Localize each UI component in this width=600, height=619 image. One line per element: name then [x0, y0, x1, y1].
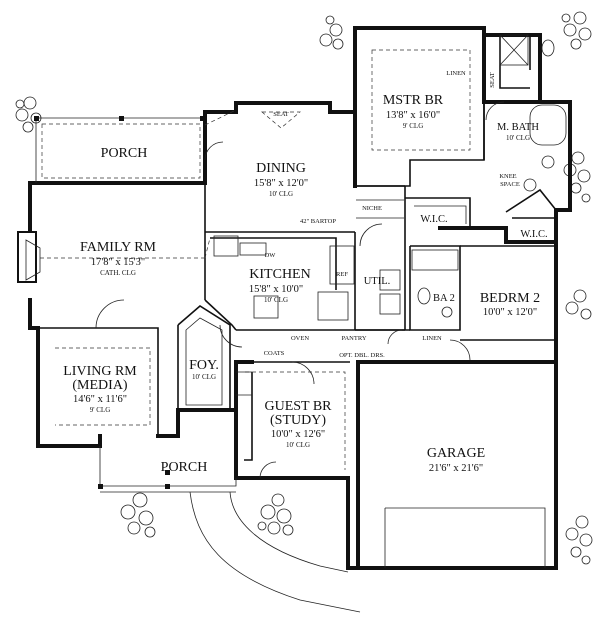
- vanity-sink-icon: [541, 155, 555, 169]
- guest-br-name2: (STUDY): [270, 413, 326, 428]
- vanity-sink-icon: [523, 178, 537, 192]
- m-bath-name: M. BATH: [497, 122, 539, 133]
- tree-right-mid: [563, 151, 591, 203]
- landscape-trees: [15, 11, 593, 565]
- guest-br-dims: 10'0" x 12'6": [271, 429, 325, 440]
- kitchen-name: KITCHEN: [249, 267, 310, 282]
- garage-name: GARAGE: [427, 446, 485, 461]
- m-bath-clg: 10' CLG: [506, 134, 530, 142]
- niche-label: NICHE: [362, 205, 382, 212]
- wic1-label: W.I.C.: [420, 214, 447, 225]
- guest-br-clg: 10' CLG: [286, 441, 310, 449]
- washer-icon: [379, 269, 401, 291]
- bedrm2-name: BEDRM 2: [480, 291, 540, 306]
- garage-dims: 21'6" x 21'6": [429, 463, 483, 474]
- fixtures: [17, 34, 567, 479]
- living-rm-name2: (MEDIA): [72, 378, 128, 393]
- seat-dining-label: SEAT: [273, 111, 289, 118]
- oven-label: OVEN: [291, 335, 309, 342]
- living-rm-dims: 14'6" x 11'6": [73, 394, 127, 405]
- tree-front-left: [120, 492, 156, 538]
- toilet-icon: [541, 39, 555, 57]
- tree-top-right: [561, 11, 592, 50]
- foy-clg: 10' CLG: [192, 373, 216, 381]
- wic2-label: W.I.C.: [520, 229, 547, 240]
- kitchen-island: [213, 235, 239, 257]
- ceiling-dash-lines: [40, 49, 471, 470]
- util-name: UTIL.: [364, 276, 391, 287]
- tree-bottom-right: [565, 515, 593, 565]
- bartop-label: 42" BARTOP: [300, 218, 336, 225]
- porch-top-name: PORCH: [101, 146, 148, 161]
- annotation-labels: SEAT SEAT LINEN KNEE SPACE NICHE 42" BAR…: [264, 70, 548, 359]
- ba2-name: BA 2: [433, 293, 455, 304]
- knee-space-label-1: KNEE: [499, 173, 516, 180]
- foy-name: FOY.: [189, 358, 219, 373]
- mstr-br-dims: 13'8" x 16'0": [386, 110, 440, 121]
- kitchen-sink-icon: [239, 242, 267, 256]
- room-labels: PORCH DINING 15'8" x 12'0" 10' CLG MSTR …: [63, 93, 540, 475]
- range-icon: [253, 295, 279, 319]
- guest-br-name1: GUEST BR: [264, 399, 332, 414]
- tree-front-mid: [257, 493, 294, 536]
- mstr-br-clg: 9' CLG: [403, 122, 424, 130]
- bedrm2-dims: 10'0" x 12'0": [483, 307, 537, 318]
- opt-dbl-drs-label: OPT. DBL. DRS.: [339, 352, 385, 359]
- pantry-shelves: [317, 291, 349, 321]
- master-tub-icon: [529, 104, 567, 146]
- tree-top-left: [15, 96, 42, 133]
- family-rm-clg: CATH. CLG: [100, 269, 136, 277]
- dryer-icon: [379, 293, 401, 315]
- living-rm-clg: 9' CLG: [90, 406, 111, 414]
- bath2-tub-icon: [411, 249, 459, 271]
- bath2-toilet-icon: [417, 287, 431, 305]
- dining-clg: 10' CLG: [269, 190, 293, 198]
- porch-front-outline: [98, 446, 361, 613]
- bath2-sink-icon: [441, 306, 453, 318]
- tree-top-center: [319, 15, 344, 50]
- tree-right-lower: [565, 289, 592, 320]
- porch-front-name: PORCH: [161, 460, 208, 475]
- ref-label: REF: [336, 271, 348, 278]
- interior-walls: [38, 35, 557, 568]
- family-rm-name: FAMILY RM: [80, 240, 157, 255]
- coats-label: COATS: [264, 350, 285, 357]
- shower-icon: [499, 34, 529, 66]
- fireplace-icon: [17, 231, 37, 283]
- dining-dims: 15'8" x 12'0": [254, 178, 308, 189]
- kitchen-clg: 10' CLG: [264, 296, 288, 304]
- kitchen-dims: 15'8" x 10'0": [249, 284, 303, 295]
- mstr-br-name: MSTR BR: [383, 93, 444, 108]
- dw-label: DW: [265, 252, 277, 259]
- family-rm-dims: 17'8" x 15'3": [91, 257, 145, 268]
- seat-bath-label: SEAT: [489, 72, 496, 88]
- refrigerator-icon: [329, 245, 355, 285]
- pantry-label: PANTRY: [341, 335, 366, 342]
- dining-name: DINING: [256, 161, 306, 176]
- linen-hall-label: LINEN: [422, 335, 442, 342]
- porch-top-outline: [34, 116, 205, 183]
- living-rm-name1: LIVING RM: [63, 364, 137, 379]
- knee-space-label-2: SPACE: [500, 181, 520, 188]
- linen-mstr-label: LINEN: [446, 70, 466, 77]
